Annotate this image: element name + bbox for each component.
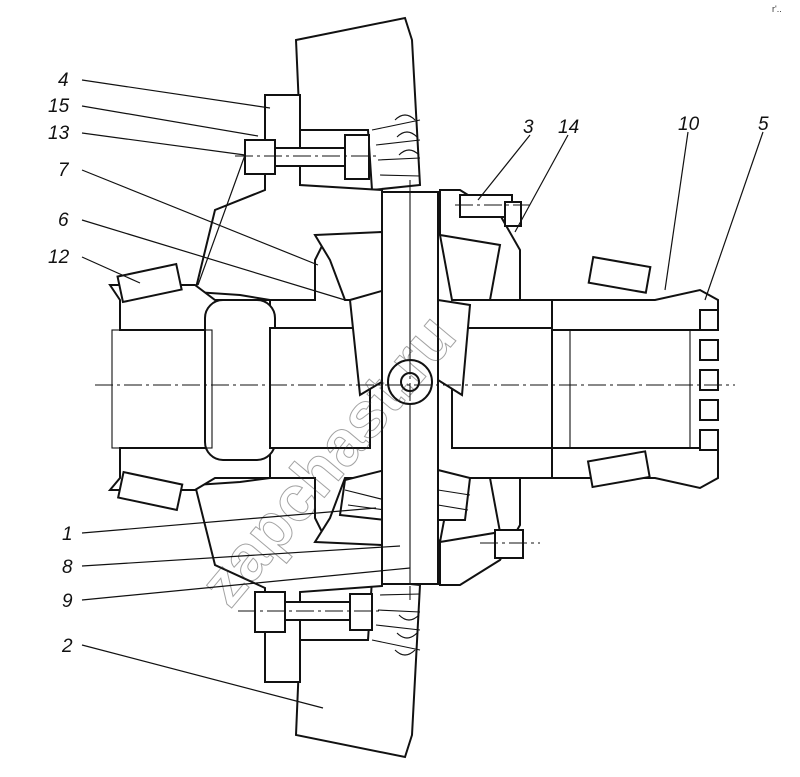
side-gears — [269, 230, 553, 547]
callout-14: 14 — [558, 117, 579, 138]
left-hub — [107, 284, 276, 491]
callout-13: 13 — [48, 123, 70, 144]
bearings — [116, 255, 652, 512]
callout-2: 2 — [61, 636, 73, 657]
callout-10: 10 — [678, 114, 700, 135]
corner-mark: r'.. — [772, 4, 782, 14]
callout-12: 12 — [48, 247, 70, 268]
callout-6: 6 — [58, 210, 69, 231]
callout-7: 7 — [58, 160, 70, 181]
right-hub-flange-teeth — [699, 309, 719, 451]
center-lines — [95, 155, 735, 612]
callout-5: 5 — [758, 114, 769, 135]
callout-9: 9 — [62, 591, 73, 612]
ring-gear — [294, 16, 422, 759]
callout-4: 4 — [58, 70, 69, 91]
callout-labels: 4 15 13 7 6 12 3 14 10 5 1 8 9 2 — [48, 70, 769, 657]
callout-3: 3 — [523, 117, 534, 138]
callout-8: 8 — [62, 557, 73, 578]
callout-15: 15 — [48, 96, 70, 117]
ring-gear-teeth-bottom — [371, 593, 421, 656]
bolts — [244, 134, 524, 633]
callout-1: 1 — [62, 524, 73, 545]
leader-lines — [81, 79, 764, 709]
ring-gear-teeth-top — [371, 114, 421, 177]
